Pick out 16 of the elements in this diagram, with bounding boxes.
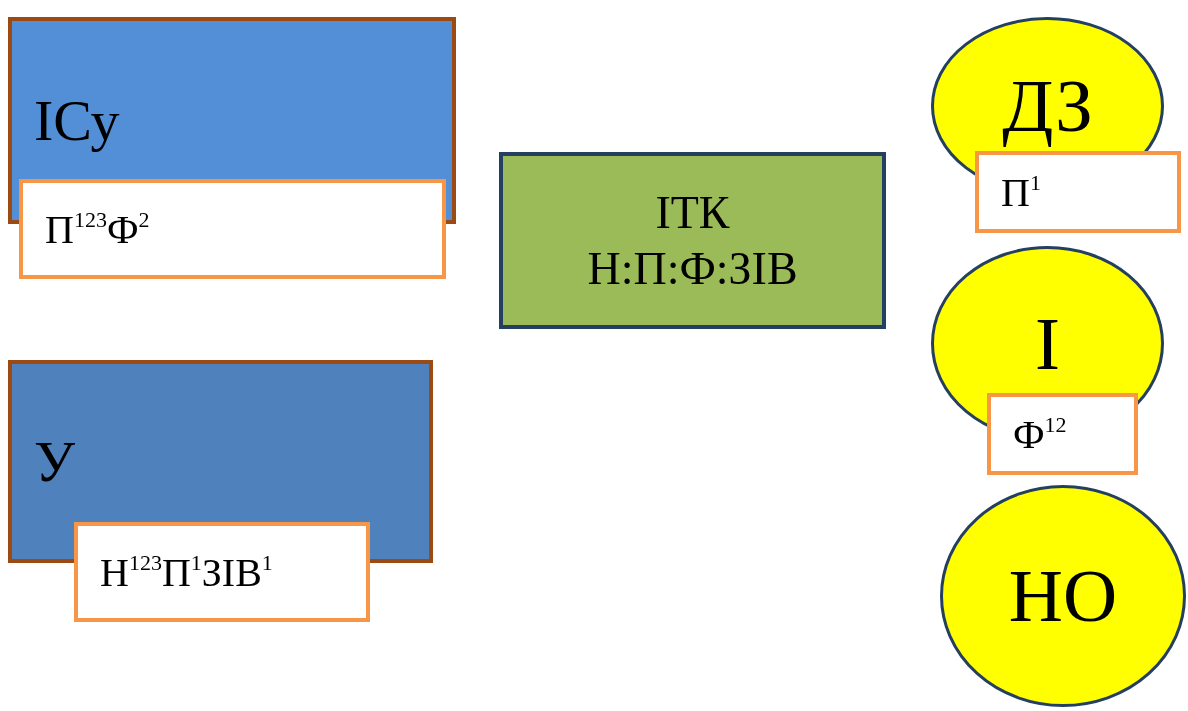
node-text: Н:П:Ф:ЗІВ [587,241,798,296]
label-tag [74,522,370,622]
label-tag [975,151,1181,233]
node-text: Н$^{123}$П$^{1}$ЗІВ$^{1}$ [100,548,273,596]
label-box [499,152,886,329]
node-text: ДЗ [1002,63,1093,149]
node-text: І [1035,300,1060,387]
label-tag [987,393,1138,475]
label-tag [19,179,446,279]
node-text: ІСу [34,87,120,154]
node-text: НО [1008,553,1118,639]
node-text: У [34,428,76,495]
node-text: П$^{1}$ [1001,168,1041,216]
node-text: ІТК [655,186,730,241]
node-text: Ф$^{12}$ [1013,410,1067,458]
node-text: П$^{123}$Ф$^{2}$ [45,205,150,253]
